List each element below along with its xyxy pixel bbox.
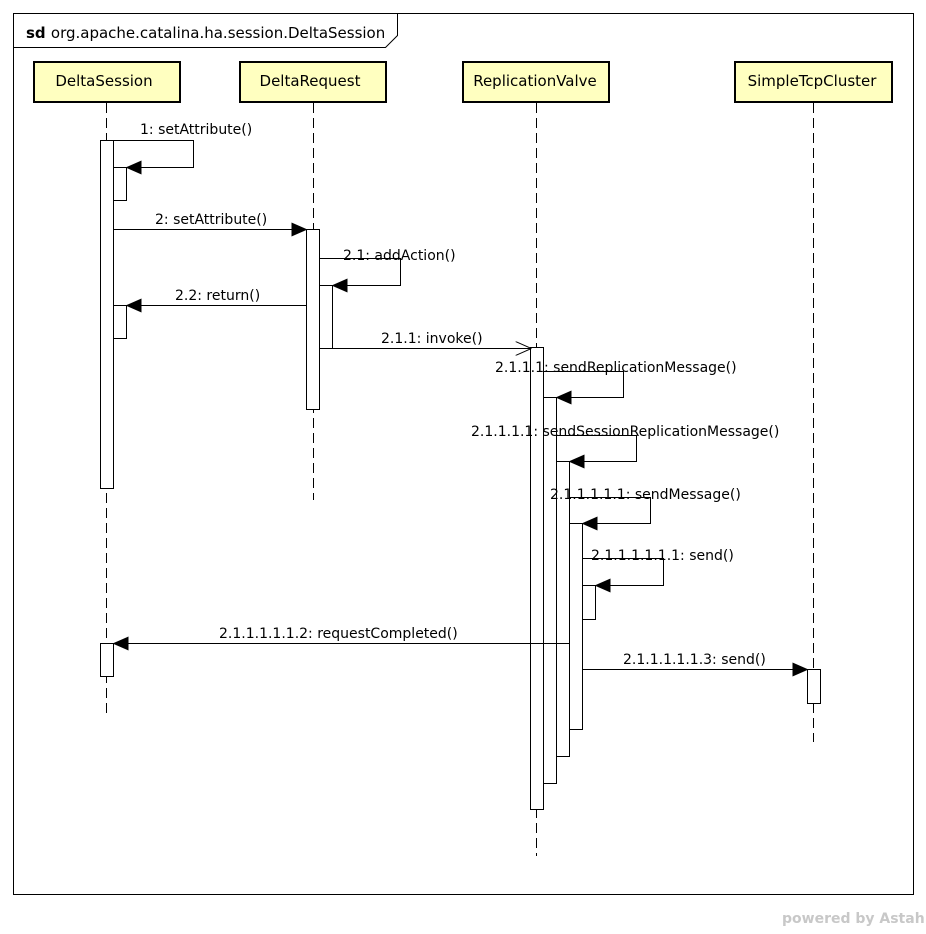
frame-title: sd org.apache.catalina.ha.session.DeltaS… <box>26 24 385 42</box>
frame-title-tab <box>13 13 398 48</box>
message-2-2-return[interactable]: 2.2: return() <box>125 288 307 313</box>
message-2-set-attribute[interactable]: 2: setAttribute() <box>113 212 308 237</box>
diagram-frame <box>13 13 914 895</box>
message-2-1-1-1-1-send-session-replication-message[interactable]: 2.1.1.1.1: sendSessionReplicationMessage… <box>471 424 779 469</box>
message-label: 2: setAttribute() <box>155 212 267 228</box>
activation-bar <box>556 461 570 757</box>
message-label: 2.1.1.1.1.1.3: send() <box>623 652 766 668</box>
activation-bar <box>100 140 114 489</box>
message-2-1-1-invoke[interactable]: 2.1.1: invoke() <box>332 331 531 349</box>
lifeline-label: ReplicationValve <box>473 72 597 90</box>
activation-bar <box>582 585 596 620</box>
message-2-1-1-1-1-1-2-request-completed[interactable]: 2.1.1.1.1.1.2: requestCompleted() <box>112 626 570 651</box>
message-label: 2.1.1: invoke() <box>381 331 483 347</box>
lifeline-replication-valve[interactable]: ReplicationValve <box>462 61 610 103</box>
message-2-1-1-1-1-1-send-message[interactable]: 2.1.1.1.1.1: sendMessage() <box>550 487 741 531</box>
frame-keyword: sd <box>26 24 51 42</box>
message-label: 2.1: addAction() <box>343 248 456 264</box>
activation-bar <box>543 397 557 784</box>
message-2-1-add-action[interactable]: 2.1: addAction() <box>319 248 456 293</box>
powered-by-astah-watermark: powered by Astah <box>782 911 926 927</box>
activation-bar <box>306 229 320 410</box>
message-label: 2.1.1.1.1: sendSessionReplicationMessage… <box>471 424 779 440</box>
message-label: 2.1.1.1.1.1.1: send() <box>591 548 734 564</box>
activation-bar <box>807 669 821 704</box>
message-label: 2.2: return() <box>175 288 260 304</box>
message-2-1-1-1-send-replication-message[interactable]: 2.1.1.1: sendReplicationMessage() <box>495 360 737 405</box>
activation-bar <box>100 643 114 677</box>
message-label: 2.1.1.1.1.1.2: requestCompleted() <box>219 626 458 642</box>
message-2-1-1-1-1-1-1-send[interactable]: 2.1.1.1.1.1.1: send() <box>582 548 734 593</box>
activation-bar <box>569 523 583 730</box>
lifeline-delta-request[interactable]: DeltaRequest <box>239 61 387 103</box>
lifeline-label: DeltaSession <box>55 72 152 90</box>
message-1-set-attribute[interactable]: 1: setAttribute() <box>113 122 253 175</box>
lifeline-delta-session[interactable]: DeltaSession <box>33 61 181 103</box>
activation-bar <box>113 167 127 201</box>
lifeline-label: SimpleTcpCluster <box>748 72 878 90</box>
activation-bar <box>530 347 544 810</box>
frame-name: org.apache.catalina.ha.session.DeltaSess… <box>51 24 385 42</box>
message-label: 1: setAttribute() <box>140 122 252 138</box>
message-label: 2.1.1.1.1.1: sendMessage() <box>550 487 741 503</box>
activation-bar <box>319 285 333 349</box>
message-label: 2.1.1.1: sendReplicationMessage() <box>495 360 737 376</box>
activation-bar <box>113 305 127 339</box>
lifeline-simple-tcp-cluster[interactable]: SimpleTcpCluster <box>734 61 893 103</box>
message-2-1-1-1-1-1-3-send[interactable]: 2.1.1.1.1.1.3: send() <box>582 652 809 677</box>
lifeline-label: DeltaRequest <box>260 72 361 90</box>
watermark-text: powered by Astah <box>782 911 925 927</box>
